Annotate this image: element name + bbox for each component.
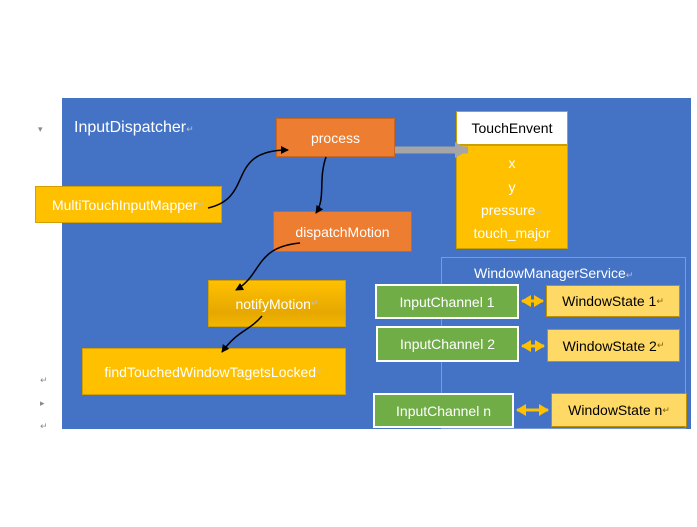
return-mark-icon: ↵ — [656, 295, 664, 306]
process-to-dispatch-arrow — [315, 156, 327, 214]
paragraph-mark-icon: ▾ — [38, 124, 43, 134]
return-mark-icon: ↵ — [197, 199, 206, 209]
notify-motion-box: notifyMotion↵ — [208, 280, 346, 327]
mapper-to-process-arrow — [207, 146, 289, 209]
return-mark-icon: ↵ — [656, 340, 665, 350]
touch-event-fields: x y pressure↵ touch_major — [456, 145, 568, 249]
multitouch-input-mapper-box: MultiTouchInputMapper↵ — [35, 186, 222, 223]
paragraph-mark-icon: ▸ — [40, 398, 45, 408]
input-channel-2: InputChannel 2 — [376, 326, 519, 362]
return-mark-icon: ↵ — [40, 421, 48, 431]
return-mark-icon: ↵ — [625, 270, 634, 280]
touch-field-y: y — [508, 179, 516, 195]
return-mark-icon: ↵ — [662, 404, 670, 415]
left-margin-strip — [30, 98, 62, 429]
input-channel-1: InputChannel 1 — [375, 284, 519, 319]
return-mark-icon: ↵ — [186, 124, 194, 134]
window-state-n: WindowState n↵ — [551, 393, 687, 427]
notify-to-find-arrow — [221, 315, 263, 353]
dispatch-motion-box: dispatchMotion — [273, 211, 412, 252]
window-state-2: WindowState 2↵ — [547, 329, 680, 362]
return-mark-icon: ↵ — [316, 366, 324, 376]
touch-event-header: TouchEnvent — [456, 111, 568, 145]
window-state-1: WindowState 1↵ — [546, 285, 680, 317]
dispatch-to-notify-arrow — [235, 242, 301, 291]
return-mark-icon: ↵ — [40, 375, 48, 385]
return-mark-icon: ↵ — [310, 298, 319, 308]
window-manager-service-title: WindowManagerService↵ — [474, 265, 634, 281]
find-touched-window-box: findTouchedWindowTagetsLocked↵ — [82, 348, 346, 395]
touch-field-touch-major: touch_major — [473, 225, 551, 241]
panel-title: InputDispatcher↵ — [74, 119, 194, 136]
process-box: process — [276, 118, 395, 157]
touch-field-x: x — [508, 155, 516, 171]
touch-field-pressure: pressure↵ — [480, 202, 543, 218]
input-channel-n: InputChannel n — [373, 393, 514, 428]
